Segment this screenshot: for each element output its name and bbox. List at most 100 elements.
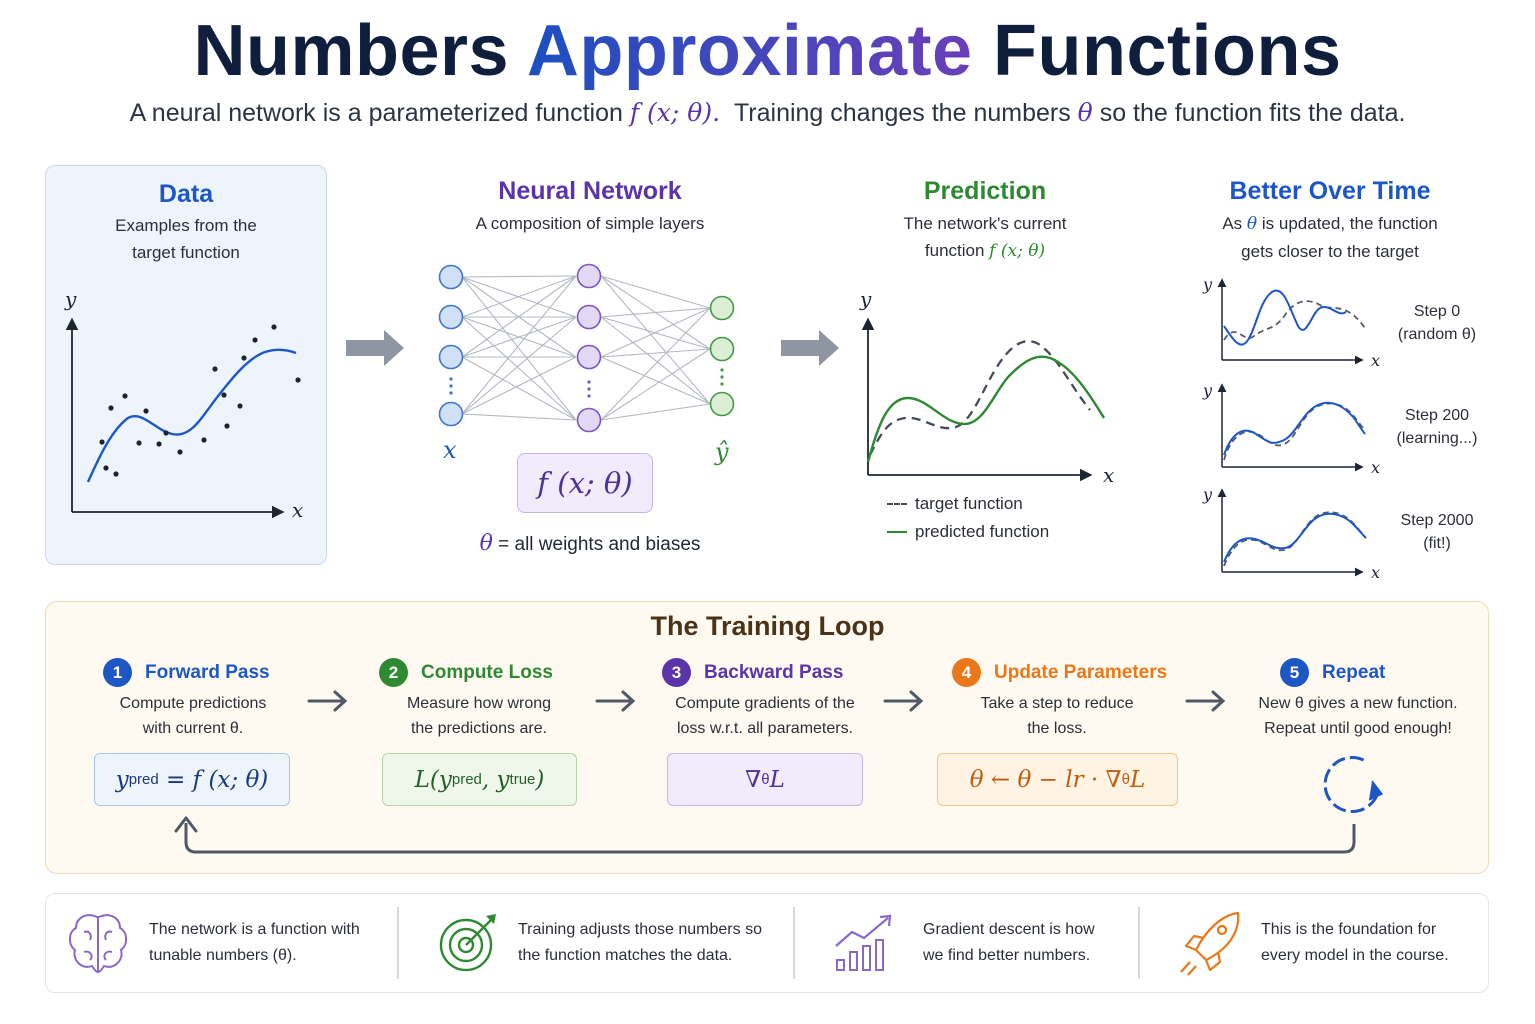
data-panel-title: Data bbox=[158, 180, 214, 208]
prediction-desc-line1: The network's current bbox=[903, 214, 1067, 233]
data-point bbox=[295, 377, 301, 383]
step0-predicted-curve bbox=[1223, 289, 1347, 346]
predicted-function-curve bbox=[866, 355, 1106, 463]
loss-formula-mid: , y bbox=[481, 766, 510, 793]
input-layer-nodes bbox=[438, 264, 464, 427]
step-loss-desc2: the predictions are. bbox=[410, 720, 548, 737]
takeaway-function: The network is a function with tunable n… bbox=[149, 917, 360, 969]
step2000-y-label: y bbox=[1202, 485, 1213, 504]
data-point bbox=[241, 355, 247, 361]
data-point bbox=[212, 366, 218, 372]
brain-icon bbox=[68, 914, 128, 974]
data-y-label: y bbox=[64, 287, 77, 311]
legend-target-swatch bbox=[887, 503, 907, 505]
step-backward-pass: 3 Backward Pass bbox=[662, 658, 843, 687]
step-forward-desc1: Compute predictions bbox=[119, 695, 267, 712]
gradient-formula-nabla: ∇ bbox=[745, 766, 762, 793]
step-200-title: Step 200 bbox=[1404, 407, 1470, 424]
loss-formula-end: ) bbox=[535, 766, 545, 793]
takeaway-function-line1: The network is a function with bbox=[149, 921, 360, 938]
prediction-desc-line2: function f (x; θ) bbox=[835, 237, 1135, 265]
data-point bbox=[113, 471, 119, 477]
data-point bbox=[136, 440, 142, 446]
takeaway-training-line2: the function matches the data. bbox=[518, 947, 733, 964]
gradient-formula-l: L bbox=[769, 766, 785, 793]
update-formula-a: θ ← θ − lr · ∇ bbox=[969, 766, 1122, 793]
hidden-node bbox=[576, 304, 602, 330]
prediction-panel-desc: The network's current function f (x; θ) bbox=[835, 210, 1135, 265]
takeaway-foundation: This is the foundation for every model i… bbox=[1261, 917, 1449, 969]
title-word-numbers: Numbers bbox=[193, 11, 510, 91]
repeat-cycle-icon bbox=[1323, 756, 1384, 813]
data-point bbox=[177, 449, 183, 455]
subtitle-function: f (x; θ). bbox=[629, 98, 721, 127]
legend-target-label: target function bbox=[915, 494, 1023, 513]
better-panel-title: Better Over Time bbox=[1229, 177, 1431, 205]
step-update-desc: Take a step to reduce the loss. bbox=[947, 691, 1167, 741]
prediction-panel-title: Prediction bbox=[923, 177, 1047, 205]
step-update-parameters: 4 Update Parameters bbox=[952, 658, 1167, 687]
takeaway-foundation-line1: This is the foundation for bbox=[1261, 921, 1437, 938]
better-desc-theta: θ bbox=[1246, 214, 1258, 234]
title-word-functions: Functions bbox=[993, 11, 1342, 91]
hidden-ellipsis bbox=[587, 380, 591, 398]
better-panel-desc: As θ is updated, the function gets close… bbox=[1180, 210, 1480, 265]
subtitle-part-a: A neural network is a parameterized func… bbox=[129, 99, 623, 127]
data-point bbox=[99, 439, 105, 445]
input-node bbox=[438, 304, 464, 330]
theta-symbol: θ bbox=[479, 531, 493, 556]
data-scatter-plot: x y bbox=[64, 287, 303, 522]
step-loss-desc: Measure how wrong the predictions are. bbox=[369, 691, 589, 741]
step-number-3: 3 bbox=[662, 658, 691, 687]
step0-y-label: y bbox=[1202, 275, 1213, 294]
step2000-predicted-curve bbox=[1223, 512, 1367, 563]
network-input-label: x bbox=[443, 436, 457, 464]
update-formula-l: L bbox=[1129, 766, 1146, 793]
input-node bbox=[438, 344, 464, 370]
loss-formula-sub2: true bbox=[509, 771, 536, 788]
step-number-5: 5 bbox=[1280, 658, 1309, 687]
loop-step-arrows bbox=[307, 690, 1226, 712]
step-2000-label: Step 2000 (fit!) bbox=[1382, 509, 1492, 555]
network-panel-title: Neural Network bbox=[498, 177, 682, 205]
forward-formula-sub: pred bbox=[128, 771, 159, 788]
step-repeat-title: Repeat bbox=[1322, 661, 1386, 683]
step-loss-title: Compute Loss bbox=[421, 661, 553, 683]
loss-formula-a: L(y bbox=[414, 766, 452, 793]
training-loop-panel bbox=[45, 601, 1489, 874]
takeaway-function-line2: tunable numbers (θ). bbox=[149, 947, 297, 964]
takeaway-gradient-line1: Gradient descent is how bbox=[923, 921, 1095, 938]
forward-formula-rest: = f (x; θ) bbox=[158, 766, 269, 793]
arrow-update-to-repeat bbox=[1185, 690, 1226, 712]
takeaway-foundation-line2: every model in the course. bbox=[1261, 947, 1449, 964]
footer-divider-1 bbox=[397, 907, 399, 979]
target-icon bbox=[439, 914, 496, 972]
training-loop-title: The Training Loop bbox=[650, 611, 885, 641]
hidden-node bbox=[576, 263, 602, 289]
data-fitted-curve bbox=[86, 348, 297, 483]
data-point bbox=[103, 465, 109, 471]
step-repeat-desc: New θ gives a new function. Repeat until… bbox=[1238, 691, 1478, 741]
prediction-plot: x y bbox=[859, 287, 1114, 487]
takeaway-training: Training adjusts those numbers so the fu… bbox=[518, 917, 762, 969]
better-desc-rest: is updated, the function bbox=[1261, 214, 1438, 233]
data-panel bbox=[45, 165, 327, 565]
update-formula-sub: θ bbox=[1121, 771, 1130, 788]
data-point bbox=[224, 423, 230, 429]
neural-network-diagram: x ŷ bbox=[438, 263, 735, 466]
input-node bbox=[438, 264, 464, 290]
legend-predicted: predicted function bbox=[887, 522, 1049, 542]
network-output-label: ŷ bbox=[714, 438, 729, 466]
theta-definition: θ = all weights and biases bbox=[440, 531, 740, 556]
title-word-approximate: Approximate bbox=[526, 11, 973, 91]
hidden-layer-nodes bbox=[576, 263, 602, 433]
progress-plot-step-2000: y x bbox=[1202, 485, 1380, 582]
data-point bbox=[252, 337, 258, 343]
hidden-node bbox=[576, 407, 602, 433]
output-layer-nodes bbox=[709, 295, 735, 417]
data-points bbox=[99, 324, 301, 477]
output-ellipsis bbox=[720, 368, 724, 386]
